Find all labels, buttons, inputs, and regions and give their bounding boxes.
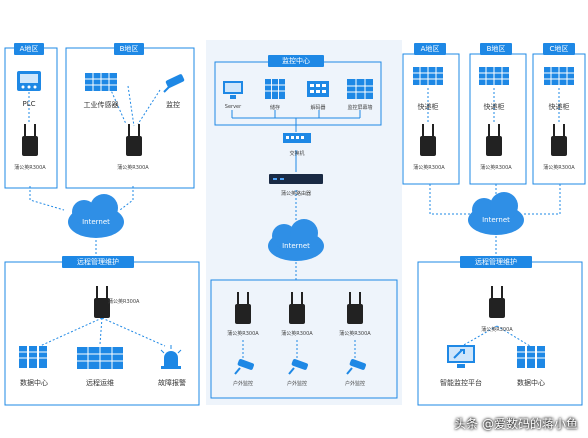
mid-cam3-label: 户外监控 — [344, 381, 365, 387]
router-c-label: 蒲公英R300A — [108, 299, 140, 305]
data-center-label: 数据中心 — [20, 379, 48, 387]
router-b-label: 蒲公英R300A — [117, 165, 149, 171]
mid-center-tag: 监控中心 — [268, 55, 324, 67]
camera-icon — [344, 358, 368, 376]
right-zone-c-tag: C地区 — [543, 43, 575, 55]
monitor-wall-icon — [76, 346, 124, 370]
router-icon — [287, 292, 307, 326]
server-monitor-icon — [222, 80, 244, 100]
cab1-label: 快递柜 — [417, 103, 439, 111]
monitor-label: 监控 — [166, 101, 180, 109]
switch-label: 交换机 — [289, 151, 305, 157]
router-icon — [345, 292, 365, 326]
router-icon — [549, 124, 569, 158]
screen-wall-icon — [346, 78, 374, 100]
mid-router1-label: 蒲公英R300A — [227, 331, 259, 337]
mid-internet-label: Internet — [282, 242, 310, 250]
remote-ops-label: 远程运维 — [86, 379, 114, 387]
mid-router3-label: 蒲公英R300A — [339, 331, 371, 337]
mid-sites-frame — [210, 279, 398, 399]
right-router1-label: 蒲公英R300A — [413, 165, 445, 171]
locker-icon — [478, 66, 510, 86]
mid-cam1-label: 户外监控 — [232, 381, 253, 387]
right-zone-a-tag: A地区 — [414, 43, 446, 55]
cab2-label: 快递柜 — [483, 103, 505, 111]
alarm-icon — [158, 344, 184, 370]
locker-icon — [543, 66, 575, 86]
plc-icon — [16, 70, 42, 92]
left-cloud-shape — [68, 194, 124, 238]
storage-label: 储存 — [269, 105, 280, 111]
decoder-icon — [306, 80, 330, 98]
storage-icon — [264, 78, 286, 100]
platform-monitor-icon — [446, 344, 476, 370]
server-label: Server — [224, 104, 242, 110]
mid-router2-label: 蒲公英R300A — [281, 331, 313, 337]
plc-label: PLC — [22, 100, 36, 108]
switch-icon — [282, 132, 312, 146]
router-icon — [20, 124, 40, 158]
right-cloud-shape — [468, 192, 524, 235]
server-icon — [516, 344, 546, 370]
fault-alarm-label: 故障报警 — [158, 379, 186, 387]
left-remote-tag: 远程管理维护 — [62, 256, 134, 268]
sensor-label: 工业传感器 — [83, 101, 119, 109]
mid-cloud-shape — [268, 219, 324, 261]
watermark: 头条 @爱数码的蒋小鱼 — [454, 417, 578, 431]
left-internet-label: Internet — [82, 218, 110, 226]
server-icon — [18, 344, 50, 370]
router-icon — [418, 124, 438, 158]
decoder-label: 解码器 — [310, 105, 326, 111]
right-remote-tag: 远程管理维护 — [460, 256, 532, 268]
right-internet-label: Internet — [482, 216, 510, 224]
left-zone-a-tag: A地区 — [14, 43, 44, 55]
sensor-icon — [84, 72, 118, 92]
router-icon — [233, 292, 253, 326]
smart-platform-label: 智能监控平台 — [440, 379, 482, 387]
camera-icon — [232, 358, 256, 376]
router-icon — [124, 124, 144, 158]
camera-icon — [286, 358, 310, 376]
router-a-label: 蒲公英R300A — [14, 165, 46, 171]
cab3-label: 快递柜 — [548, 103, 570, 111]
right-zone-b-tag: B地区 — [480, 43, 512, 55]
nvr-icon — [268, 172, 324, 186]
left-zone-b-tag: B地区 — [114, 43, 144, 55]
right-router3-label: 蒲公英R300A — [543, 165, 575, 171]
router-icon — [92, 286, 112, 320]
right-data-center-label: 数据中心 — [517, 379, 545, 387]
nvr-label: 蒲公英路由器 — [280, 191, 311, 197]
camera-icon — [160, 74, 186, 94]
locker-icon — [412, 66, 444, 86]
right-router2-label: 蒲公英R300A — [480, 165, 512, 171]
router-icon — [487, 286, 507, 320]
router-icon — [484, 124, 504, 158]
right-router-c-label: 蒲公英R300A — [481, 327, 513, 333]
wall-label: 监控屏幕墙 — [347, 105, 373, 111]
mid-cam2-label: 户外监控 — [286, 381, 307, 387]
